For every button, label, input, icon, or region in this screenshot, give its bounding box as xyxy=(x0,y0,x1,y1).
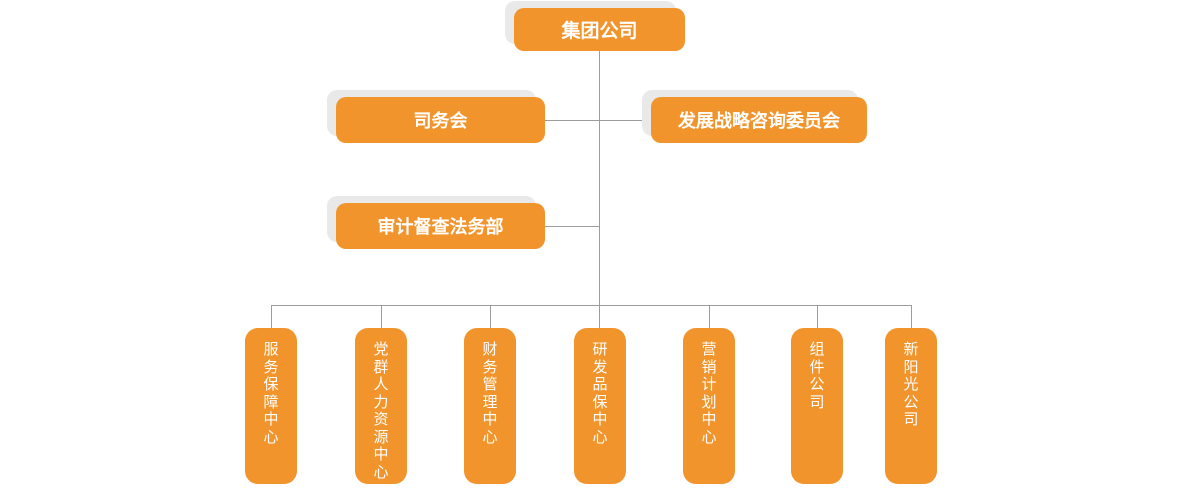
node-company-affairs-meeting-label: 司务会 xyxy=(413,111,468,131)
node-group-company-label: 集团公司 xyxy=(561,21,638,42)
node-service-support-center-label: 服务保障中心 xyxy=(263,341,279,446)
connector-trunk xyxy=(599,51,600,305)
connector-level2-branch xyxy=(545,120,651,121)
node-service-support-center: 服务保障中心 xyxy=(245,328,297,484)
connector-drop-marketing xyxy=(709,305,710,328)
node-party-hr-center-label: 党群人力资源中心 xyxy=(373,341,389,481)
node-rd-quality-center-label: 研发品保中心 xyxy=(592,341,608,446)
node-group-company: 集团公司 xyxy=(514,8,685,51)
node-audit-legal-dept: 审计督查法务部 xyxy=(336,203,545,249)
node-new-sunshine-company-label: 新阳光公司 xyxy=(903,341,919,428)
node-development-strategy-committee-label: 发展战略咨询委员会 xyxy=(678,111,840,131)
node-company-affairs-meeting: 司务会 xyxy=(336,97,545,143)
node-development-strategy-committee: 发展战略咨询委员会 xyxy=(651,97,867,143)
connector-departments-bus xyxy=(271,305,912,306)
node-rd-quality-center: 研发品保中心 xyxy=(574,328,626,484)
connector-drop-rd-qa xyxy=(599,305,600,328)
connector-drop-component xyxy=(817,305,818,328)
node-component-company: 组件公司 xyxy=(791,328,843,484)
connector-drop-finance xyxy=(490,305,491,328)
connector-level3-branch xyxy=(545,226,599,227)
connector-drop-service-support xyxy=(271,305,272,328)
node-new-sunshine-company: 新阳光公司 xyxy=(885,328,937,484)
node-marketing-planning-center: 营销计划中心 xyxy=(683,328,735,484)
connector-drop-new-sunshine xyxy=(911,305,912,328)
connector-drop-party-hr xyxy=(381,305,382,328)
node-marketing-planning-center-label: 营销计划中心 xyxy=(701,341,717,446)
node-finance-management-center: 财务管理中心 xyxy=(464,328,516,484)
node-component-company-label: 组件公司 xyxy=(809,341,825,411)
node-audit-legal-dept-label: 审计督查法务部 xyxy=(377,217,504,237)
node-party-hr-center: 党群人力资源中心 xyxy=(355,328,407,484)
node-finance-management-center-label: 财务管理中心 xyxy=(482,341,498,446)
